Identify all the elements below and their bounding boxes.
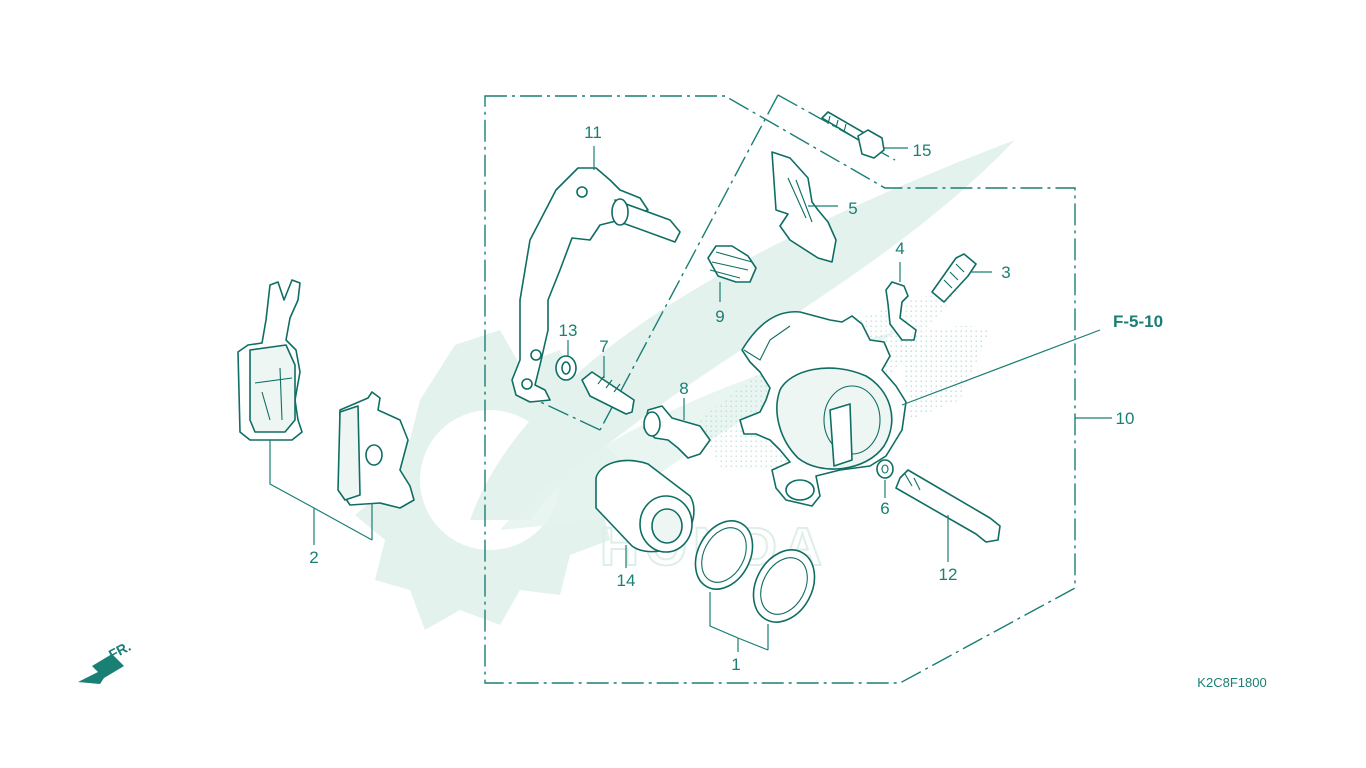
reference-link[interactable]: F-5-10	[1113, 312, 1163, 331]
part-label-4[interactable]: 4	[895, 239, 904, 258]
pin-washer	[876, 459, 894, 479]
part-label-9[interactable]: 9	[715, 307, 724, 326]
piston-seal-set	[694, 520, 816, 623]
leader-1	[709, 592, 769, 652]
caliper-body	[739, 310, 990, 507]
caliper-bracket	[511, 167, 681, 403]
pin-seal	[555, 355, 577, 381]
pad-spring	[771, 151, 837, 263]
brake-pad-set	[237, 279, 415, 509]
part-label-5[interactable]: 5	[848, 199, 857, 218]
leader-ref	[901, 329, 1101, 406]
part-label-3[interactable]: 3	[1001, 263, 1010, 282]
caliper-pin	[643, 405, 711, 459]
diagram-code: K2C8F1800	[1197, 675, 1266, 690]
hose-clip	[885, 281, 917, 341]
part-label-2[interactable]: 2	[309, 548, 318, 567]
pad-pin	[895, 469, 1001, 543]
part-label-8[interactable]: 8	[679, 379, 688, 398]
part-label-12[interactable]: 12	[939, 565, 958, 584]
mounting-bolt	[821, 111, 885, 159]
part-label-10[interactable]: 10	[1116, 409, 1135, 428]
part-label-7[interactable]: 7	[599, 337, 608, 356]
caliper-assembly-boundary	[484, 95, 1076, 684]
part-label-14[interactable]: 14	[617, 571, 636, 590]
pin-bolt	[581, 371, 635, 415]
caliper-piston	[595, 459, 695, 553]
part-label-13[interactable]: 13	[559, 321, 578, 340]
part-label-1[interactable]: 1	[731, 655, 740, 674]
front-direction-arrow-icon	[78, 654, 124, 684]
leader-2	[269, 440, 373, 545]
pin-boot	[707, 245, 757, 283]
part-label-6[interactable]: 6	[880, 499, 889, 518]
bleeder-screw	[931, 253, 977, 303]
part-label-11[interactable]: 11	[584, 123, 602, 142]
part-label-15[interactable]: 15	[913, 141, 932, 160]
